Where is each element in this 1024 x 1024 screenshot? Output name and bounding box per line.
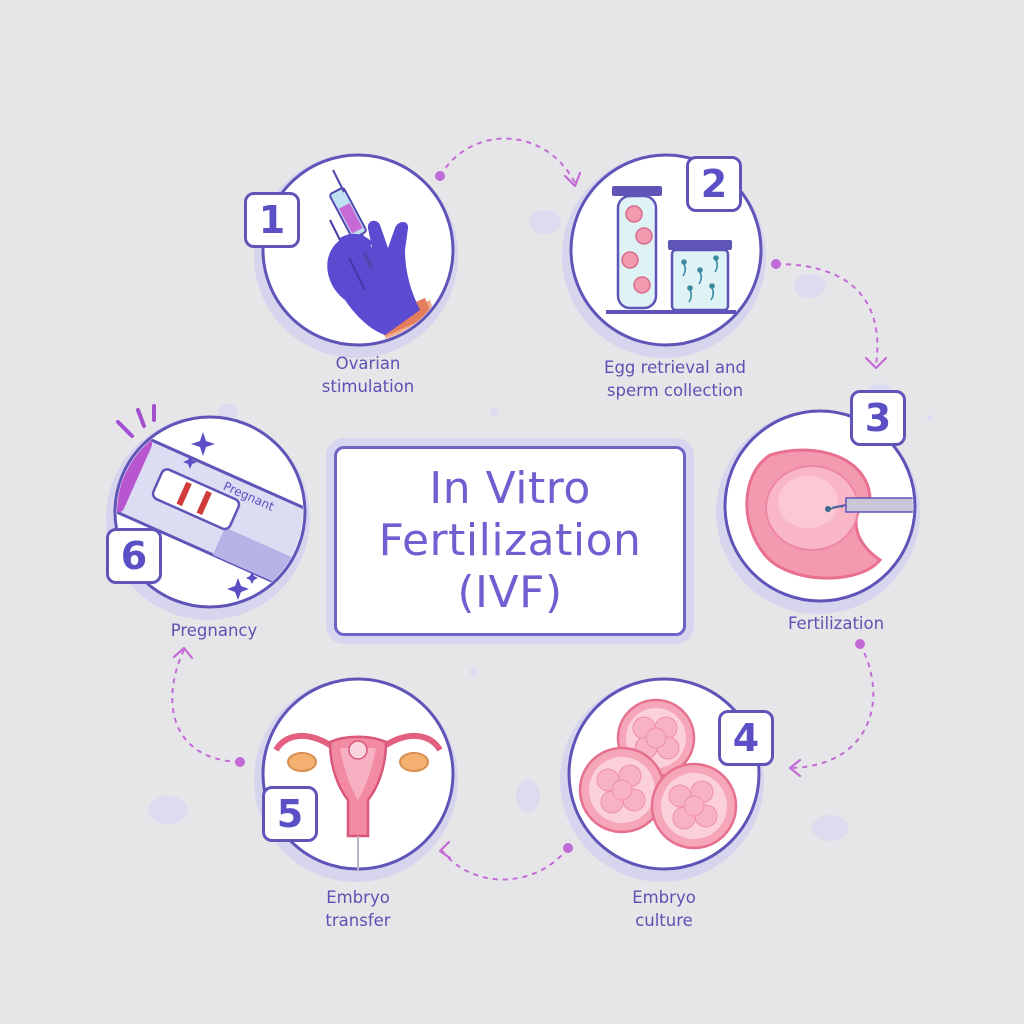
- step-label-4: Embryo culture: [632, 888, 696, 930]
- embryo-right: [650, 762, 738, 850]
- arrow-heads: [172, 171, 888, 860]
- step-label-6: Pregnancy: [170, 621, 258, 640]
- embryo-cells-icon: [578, 698, 738, 850]
- arrow-3-to-4: [791, 643, 875, 769]
- arrow-markers: [235, 171, 865, 853]
- step-label-2: Egg retrieval and sperm collection: [604, 358, 746, 400]
- uterus-icon: [273, 732, 443, 870]
- step-number-1: 1: [244, 192, 300, 248]
- flow-arrows: [171, 137, 879, 881]
- step-number-2: 2: [686, 156, 742, 212]
- step-number-3: 3: [850, 390, 906, 446]
- arrow-2-to-3: [775, 263, 879, 366]
- test-tubes-icon: [606, 186, 736, 314]
- embryo-left: [578, 746, 666, 834]
- step-label-3: Fertilization: [787, 614, 885, 633]
- arrow-4-to-5: [439, 847, 569, 881]
- arrow-5-to-6: [171, 649, 241, 763]
- arrow-1-to-2: [439, 137, 576, 184]
- pregnancy-test-icon: Pregnant: [117, 426, 303, 604]
- sparkle-icons: [183, 432, 258, 600]
- emphasis-lines-icon: [116, 404, 156, 438]
- step-number-6: 6: [106, 528, 162, 584]
- step-number-4: 4: [718, 710, 774, 766]
- title-box: In Vitro Fertilization (IVF): [334, 446, 686, 636]
- step-label-5: Embryo transfer: [325, 888, 391, 930]
- page-title: In Vitro Fertilization (IVF): [378, 463, 642, 618]
- step-number-5: 5: [262, 786, 318, 842]
- background-blobs: [148, 210, 933, 841]
- step-label-1: Ovarian stimulation: [321, 354, 415, 396]
- egg-injection-icon: [745, 448, 913, 580]
